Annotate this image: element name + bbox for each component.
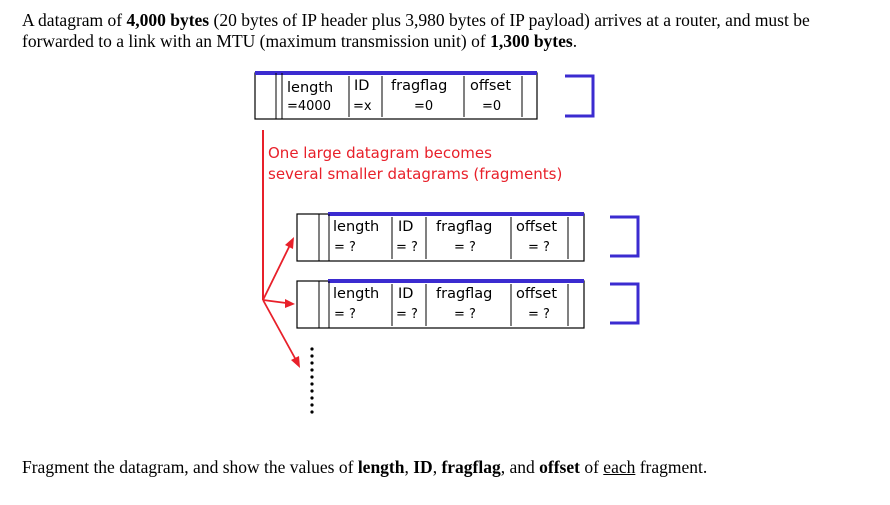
question-fragflag: fragflag xyxy=(441,457,501,477)
fragment1-offset-value: = ? xyxy=(528,240,550,255)
question-id: ID xyxy=(413,457,433,477)
ellipsis-dot xyxy=(310,389,314,393)
fragment2-length-label: length xyxy=(333,286,380,302)
arrow-to-fragment2 xyxy=(262,299,287,304)
question-prefix: Fragment the datagram, and show the valu… xyxy=(22,457,358,477)
datagram-size: 4,000 bytes xyxy=(126,10,210,30)
question-sep: , xyxy=(432,457,442,477)
caption-line-1: One large datagram becomes xyxy=(268,144,492,162)
fragment2-bracket xyxy=(610,282,640,325)
caption-line-2: several smaller datagrams (fragments) xyxy=(268,165,563,183)
fragment1-body xyxy=(296,213,585,262)
fragment2-id-value: = ? xyxy=(396,307,418,322)
intro-text-2: (20 bytes of IP header plus 3,980 bytes … xyxy=(22,10,810,51)
fragment2-length-value: = ? xyxy=(334,307,356,322)
original-datagram-bracket xyxy=(565,74,595,118)
ellipsis-dot xyxy=(310,347,314,351)
fragment1-bracket xyxy=(610,215,640,258)
original-offset-value: =0 xyxy=(482,99,502,114)
problem-statement: A datagram of 4,000 bytes (20 bytes of I… xyxy=(22,10,872,52)
arrow-head-fragment2 xyxy=(285,299,295,308)
more-fragments-ellipsis xyxy=(310,347,314,414)
fragment1-length-label: length xyxy=(333,219,380,235)
question-text: Fragment the datagram, and show the valu… xyxy=(22,457,707,478)
fragment2-offset-value: = ? xyxy=(528,307,550,322)
question-sep: , xyxy=(404,457,414,477)
arrow-to-fragment1 xyxy=(262,244,291,301)
fragment2-fragflag-label: fragflag xyxy=(436,286,493,302)
intro-text: A datagram of xyxy=(22,10,127,30)
ellipsis-dot xyxy=(310,375,314,379)
question-offset: offset xyxy=(539,457,580,477)
original-id-value: =x xyxy=(353,99,372,114)
question-length: length xyxy=(357,457,405,477)
fragment2-fragflag-value: = ? xyxy=(454,307,476,322)
mtu-size: 1,300 bytes xyxy=(490,31,573,51)
fragment1-offset-label: offset xyxy=(516,219,558,235)
fragment1-id-value: = ? xyxy=(396,240,418,255)
ellipsis-dot xyxy=(310,396,314,400)
arrow-head-more xyxy=(291,356,300,368)
fragment-2 xyxy=(296,279,640,329)
fragment1-fragflag-value: = ? xyxy=(454,240,476,255)
fragment1-length-value: = ? xyxy=(334,240,356,255)
intro-text-3: . xyxy=(572,31,578,51)
original-datagram xyxy=(254,71,595,120)
fragment2-body xyxy=(296,280,585,329)
ellipsis-dot xyxy=(310,382,314,386)
ellipsis-dot xyxy=(310,403,314,407)
ellipsis-dot xyxy=(310,368,314,372)
ellipsis-dot xyxy=(310,354,314,358)
original-fragflag-value: =0 xyxy=(414,99,434,114)
ellipsis-dot xyxy=(310,410,314,414)
question-each: each xyxy=(603,457,636,477)
fragment-1 xyxy=(296,212,640,262)
fragment1-fragflag-label: fragflag xyxy=(436,219,493,235)
fragment1-id-label: ID xyxy=(398,219,414,235)
question-of: of xyxy=(579,457,604,477)
original-length-value: =4000 xyxy=(287,99,331,114)
original-fragflag-label: fragflag xyxy=(391,78,448,94)
ellipsis-dot xyxy=(310,361,314,365)
original-offset-label: offset xyxy=(470,78,512,94)
original-length-label: length xyxy=(287,80,334,96)
original-id-label: ID xyxy=(354,78,370,94)
fragment2-offset-label: offset xyxy=(516,286,558,302)
question-sep: , and xyxy=(500,457,540,477)
question-suffix: fragment. xyxy=(635,457,708,477)
fragment2-id-label: ID xyxy=(398,286,414,302)
arrow-to-more-fragments xyxy=(262,299,297,361)
arrow-head-fragment1 xyxy=(285,237,294,249)
